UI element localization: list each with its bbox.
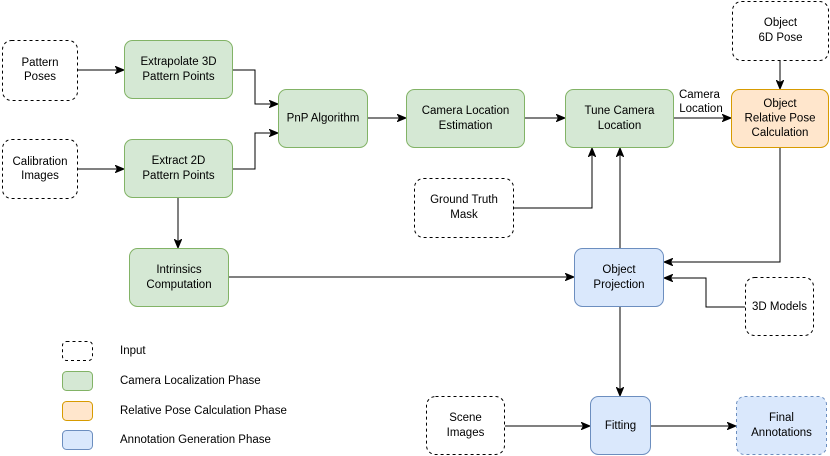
calibration-images-line-1: Calibration [13, 156, 68, 168]
object-6d-pose-line-2: 6D Pose [758, 32, 802, 44]
legend-swatch-annotation-generation [62, 430, 93, 450]
edge-label-camera-location: Camera Location [679, 89, 723, 115]
calibration-images-line-2: Images [21, 170, 59, 182]
node-3d-models: 3D Models [745, 277, 814, 336]
object-6d-pose-line-1: Object [764, 17, 798, 29]
edge-label-line-1: Camera [679, 89, 721, 101]
projection-line-2: Projection [593, 279, 644, 291]
node-extrapolate-3d-pattern-points: Extrapolate 3D Pattern Points [124, 40, 233, 99]
extrapolate-line-1: Extrapolate 3D [140, 56, 216, 68]
intrinsics-line-2: Computation [146, 279, 211, 291]
edge-extrapolate-to-pnp [233, 69, 278, 104]
scene-images-line-1: Scene [449, 412, 482, 424]
legend-item-camera-localization: Camera Localization Phase [62, 371, 261, 391]
legend-label-input: Input [120, 345, 146, 357]
extrapolate-line-2: Pattern Points [142, 71, 214, 83]
legend-swatch-input [62, 341, 93, 361]
legend-label-relative-pose: Relative Pose Calculation Phase [120, 405, 287, 417]
legend-item-annotation-generation: Annotation Generation Phase [62, 430, 271, 450]
edge-extract-to-pnp [233, 133, 278, 170]
pattern-poses-line-1: Pattern [21, 57, 58, 69]
estimation-line-2: Estimation [439, 120, 493, 132]
scene-images-line-2: Images [447, 427, 485, 439]
legend-swatch-relative-pose [62, 401, 93, 421]
node-fitting: Fitting [590, 396, 651, 455]
node-extract-2d-pattern-points: Extract 2D Pattern Points [124, 139, 233, 198]
relative-pose-line-3: Calculation [752, 127, 809, 139]
edge-3d-models-to-projection [664, 278, 745, 308]
legend-item-relative-pose: Relative Pose Calculation Phase [62, 401, 287, 421]
legend-label-camera-localization: Camera Localization Phase [120, 375, 261, 387]
final-annotations-line-2: Annotations [751, 427, 812, 439]
ground-truth-line-2: Mask [450, 209, 478, 221]
svg-text:3D Models: 3D Models [752, 301, 807, 313]
estimation-line-1: Camera Location [422, 105, 510, 117]
legend-item-input: Input [62, 341, 146, 361]
node-object-6d-pose: Object 6D Pose [732, 1, 829, 61]
legend: Input Camera Localization Phase Relative… [62, 341, 287, 450]
fitting-line-1: Fitting [605, 420, 636, 432]
legend-label-annotation-generation: Annotation Generation Phase [120, 434, 271, 446]
final-annotations-line-1: Final [769, 412, 794, 424]
edge-ground-truth-to-tune-camera [514, 148, 592, 209]
tune-camera-line-2: Location [598, 120, 641, 132]
svg-text:PnP Algorithm: PnP Algorithm [287, 113, 360, 125]
relative-pose-line-2: Relative Pose [745, 113, 816, 125]
edge-relative-pose-to-projection [664, 148, 781, 262]
pattern-poses-line-2: Poses [24, 71, 56, 83]
node-pnp-algorithm: PnP Algorithm [278, 89, 368, 148]
pnp-line-1: PnP Algorithm [287, 113, 360, 125]
intrinsics-line-1: Intrinsics [156, 264, 202, 276]
legend-swatch-camera-localization [62, 371, 93, 391]
extract-line-2: Pattern Points [142, 170, 214, 182]
ground-truth-line-1: Ground Truth [430, 194, 498, 206]
tune-camera-line-1: Tune Camera [585, 105, 655, 117]
projection-line-1: Object [602, 264, 636, 276]
edge-label-line-2: Location [679, 103, 722, 115]
relative-pose-line-1: Object [763, 98, 797, 110]
3d-models-line-1: 3D Models [752, 301, 807, 313]
svg-text:Fitting: Fitting [605, 420, 636, 432]
extract-line-1: Extract 2D [152, 155, 206, 167]
